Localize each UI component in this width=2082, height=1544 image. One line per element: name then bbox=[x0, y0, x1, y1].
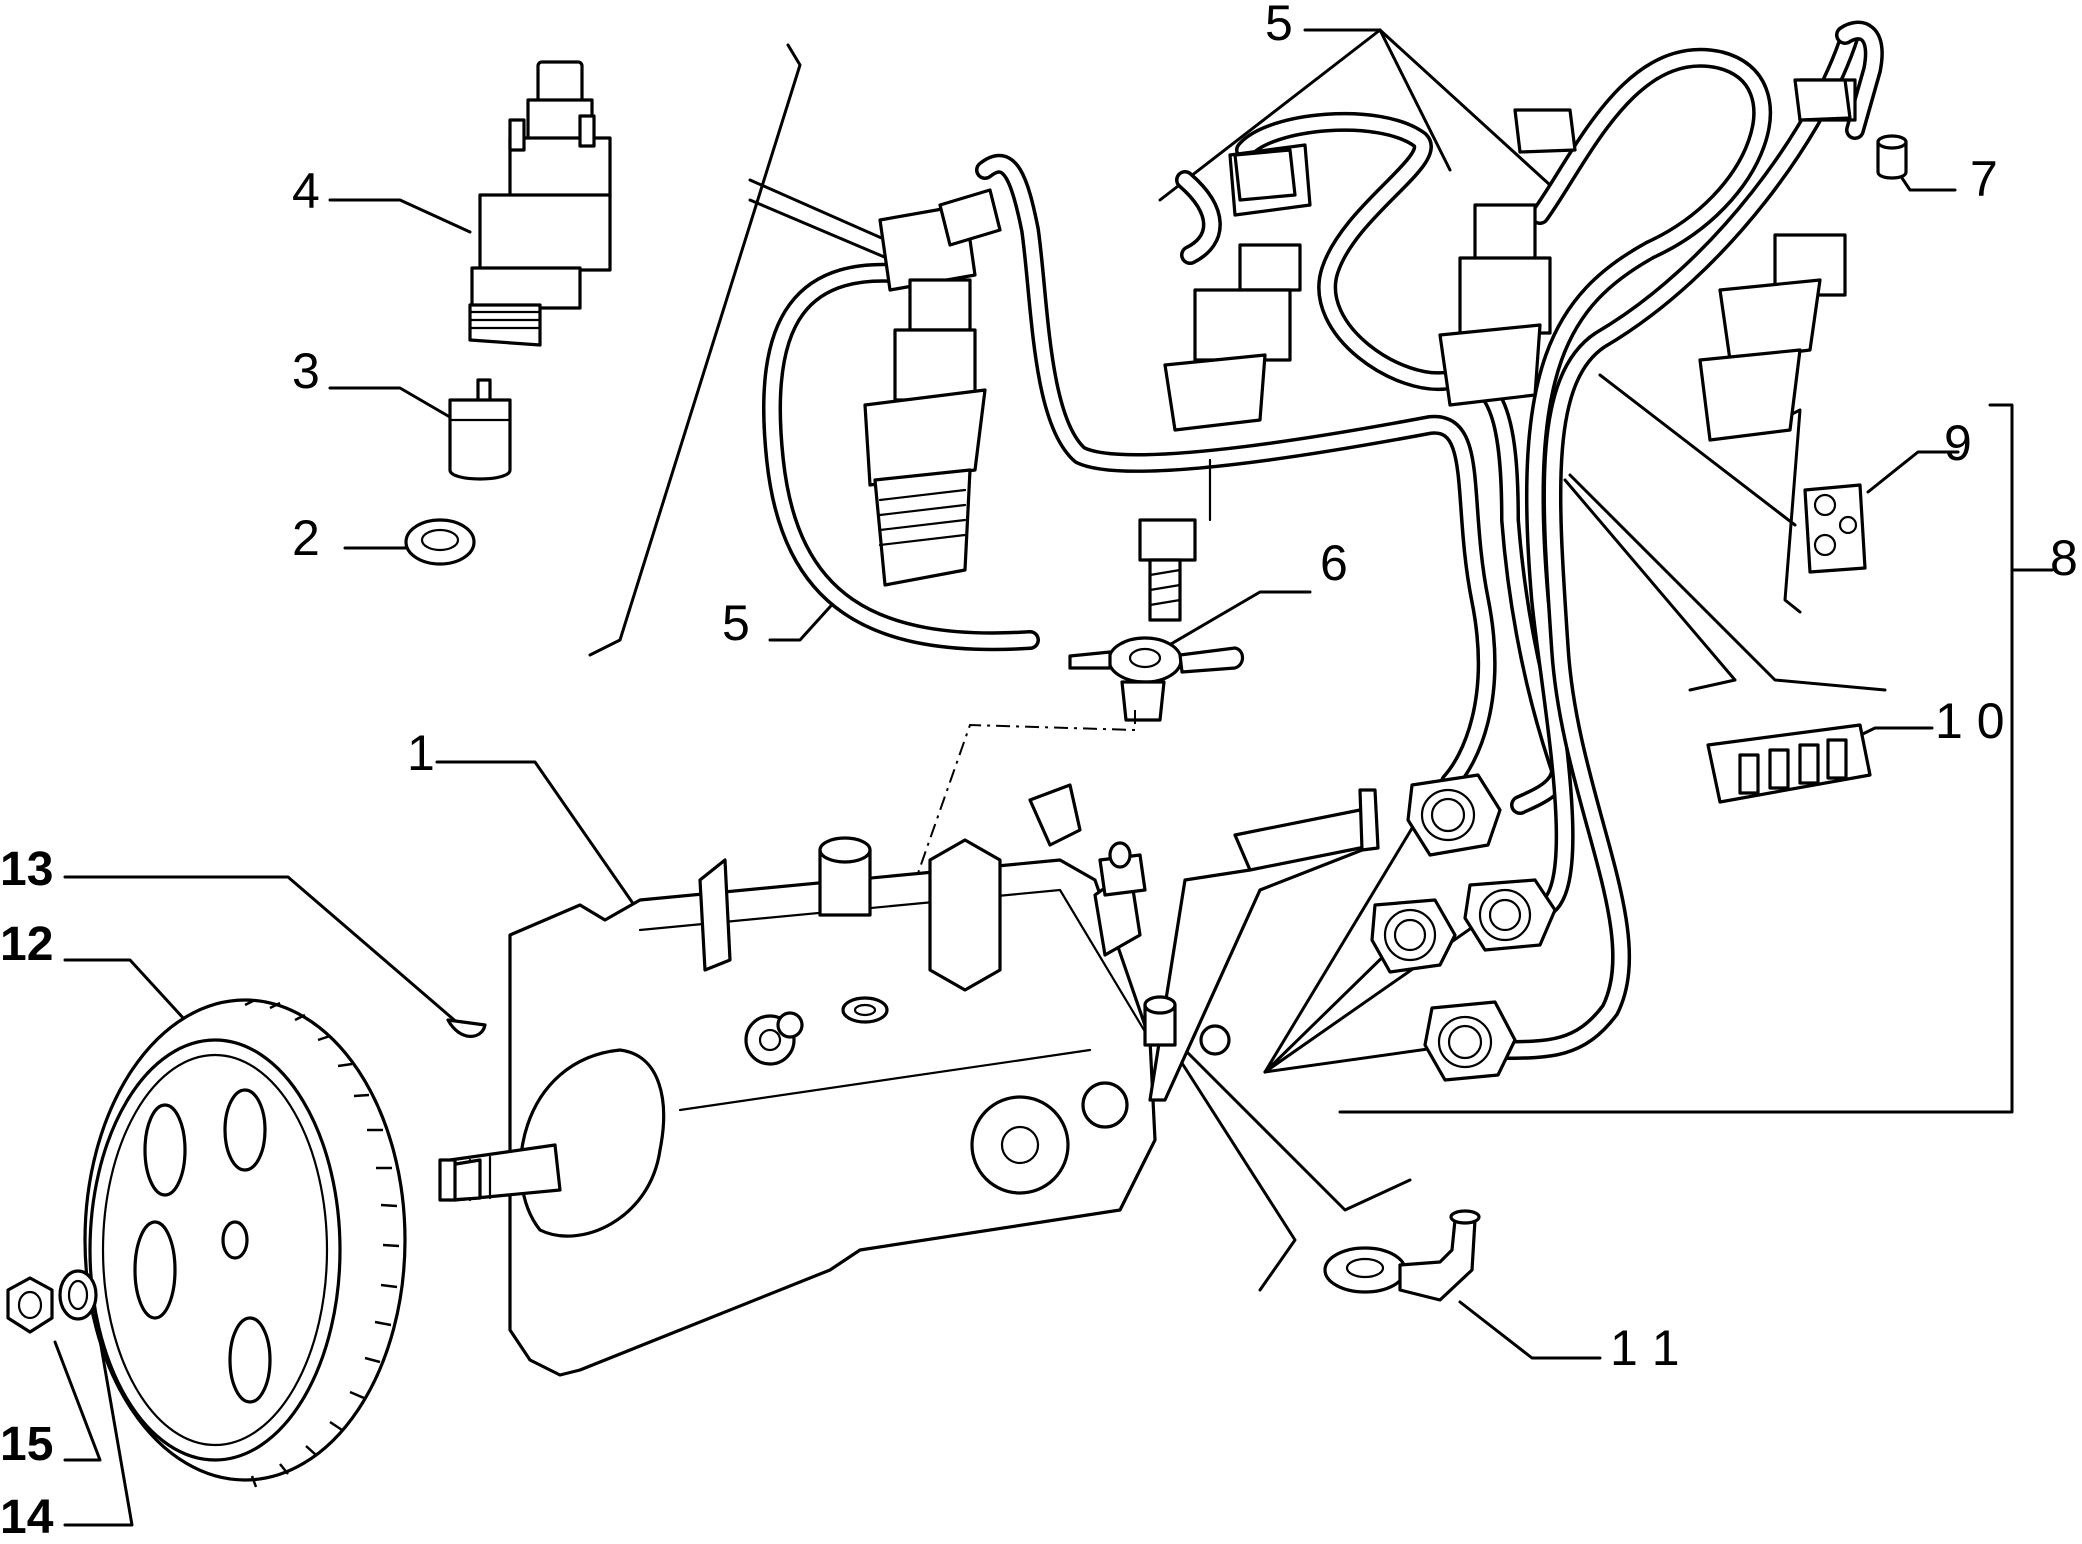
nut-part-15 bbox=[6, 1276, 54, 1334]
callout-7: 7 bbox=[1970, 151, 1998, 207]
injector-installed-1 bbox=[863, 203, 987, 587]
injector-installed-3 bbox=[1438, 203, 1552, 407]
banjo-fitting-part-6 bbox=[1068, 518, 1245, 722]
key-part-13 bbox=[446, 1018, 487, 1038]
injection-pump-part-1 bbox=[438, 783, 1380, 1377]
callout-5-left: 5 bbox=[722, 595, 750, 651]
injector-detached bbox=[468, 60, 612, 347]
cut-marks bbox=[588, 43, 1802, 657]
clip-part-10 bbox=[1706, 723, 1872, 804]
pulley-teeth bbox=[244, 998, 400, 1488]
pipe-union-nuts-top bbox=[938, 78, 1852, 247]
washer-part-14 bbox=[58, 1269, 98, 1321]
leader-lines bbox=[53, 28, 2054, 1527]
callout-3: 3 bbox=[292, 343, 320, 399]
callout-12: 12 bbox=[0, 918, 53, 971]
banjo-elbow-part-11 bbox=[1323, 1209, 1481, 1302]
callout-8: 8 bbox=[2050, 530, 2078, 586]
assembly-centerline bbox=[869, 710, 1136, 1011]
cap-part-7 bbox=[1876, 134, 1908, 180]
callout-11: 1 1 bbox=[1610, 1320, 1680, 1376]
callout-1: 1 bbox=[407, 725, 435, 781]
callout-4: 4 bbox=[292, 163, 320, 219]
callout-14: 14 bbox=[0, 1491, 54, 1539]
callout-5-top: 5 bbox=[1265, 0, 1293, 51]
clip-part-9 bbox=[1803, 483, 1867, 574]
callout-15: 15 bbox=[0, 1418, 53, 1471]
nozzle-part-3 bbox=[448, 378, 512, 481]
callout-9: 9 bbox=[1944, 415, 1972, 471]
injector-installed-4 bbox=[1698, 78, 1857, 442]
washer-part-2 bbox=[404, 518, 476, 566]
timing-pulley-part-12 bbox=[83, 998, 407, 1488]
callout-2: 2 bbox=[292, 510, 320, 566]
callout-6: 6 bbox=[1320, 535, 1348, 591]
callout-13: 13 bbox=[0, 843, 53, 896]
callout-10: 1 0 bbox=[1935, 693, 2005, 749]
pump-delivery-nuts bbox=[1370, 773, 1557, 1082]
injection-pipes bbox=[762, 20, 1884, 1060]
